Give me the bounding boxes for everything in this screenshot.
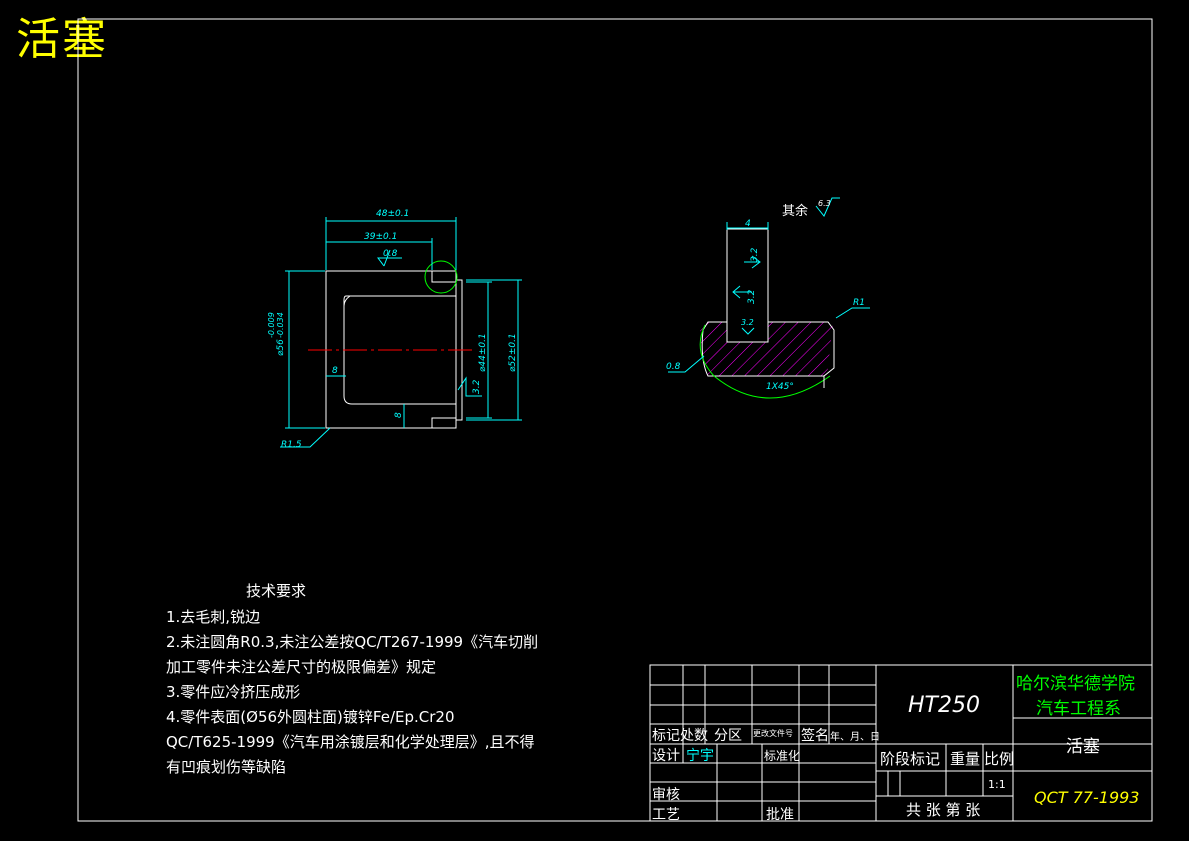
- rough-32: 3.2: [472, 379, 482, 394]
- section-08: 0.8: [666, 362, 681, 372]
- section-rough-32c: 3.2: [741, 318, 754, 327]
- rough-08: 0.8: [383, 249, 398, 259]
- requirement-line: 加工零件未注公差尺寸的极限偏差》规定: [166, 658, 437, 676]
- tb-count: 处数: [680, 728, 708, 744]
- drawing-border: [77, 18, 1153, 822]
- tb-stage-mark: 阶段标记: [880, 750, 941, 768]
- dim-52: ⌀52±0.1: [508, 333, 518, 372]
- dim-8-a: 8: [332, 366, 338, 376]
- section-r1: R1: [853, 298, 865, 308]
- part-name: 活塞: [1066, 737, 1100, 757]
- requirement-line: 有凹痕划伤等缺陷: [166, 758, 287, 776]
- material-label: HT250: [908, 693, 980, 718]
- requirement-line: 2.未注圆角R0.3,未注公差按QC/T267-1999《汽车切削: [166, 633, 539, 651]
- main-dimensions: [280, 217, 522, 448]
- detail-circle: [424, 260, 458, 294]
- tb-weight: 重量: [950, 750, 981, 768]
- tb-standardize: 标准化: [764, 749, 801, 763]
- tb-process: 工艺: [652, 807, 680, 823]
- drawing-title: 活塞: [16, 14, 108, 65]
- tb-mark: 标记: [652, 728, 680, 744]
- dim-8-b: 8: [394, 412, 404, 418]
- tb-sign: 签名: [801, 728, 829, 744]
- dim-56-main: ⌀56: [276, 339, 286, 356]
- tb-approve: 批准: [766, 807, 794, 823]
- tb-designer: 宁宇: [686, 748, 714, 764]
- dim-56-tol-lower: -0.034: [276, 312, 285, 338]
- section-chamfer: 1X45°: [766, 382, 794, 392]
- tb-design: 设计: [652, 748, 680, 764]
- requirement-line: 3.零件应冷挤压成形: [166, 683, 301, 701]
- dim-39: 39±0.1: [364, 232, 397, 242]
- requirement-line: 1.去毛刺,锐边: [166, 608, 261, 626]
- tb-scale: 比例: [984, 750, 1015, 768]
- section-dim-4: 4: [745, 219, 751, 229]
- tb-date: 年、月、日: [830, 732, 880, 743]
- requirements-heading: 技术要求: [246, 582, 307, 600]
- requirement-line: QC/T625-1999《汽车用涂镀层和化学处理层》,且不得: [166, 733, 535, 751]
- dim-r15: R1.5: [281, 440, 302, 450]
- dim-44: ⌀44±0.1: [478, 333, 488, 372]
- standard-code: QCT 77-1993: [1034, 788, 1140, 807]
- section-dimensions: [668, 197, 870, 373]
- tb-sheets: 共 张 第 张: [906, 801, 981, 819]
- section-rough-32b: 3.2: [747, 289, 757, 304]
- school-name: 哈尔滨华德学院: [1016, 674, 1135, 694]
- requirement-line: 4.零件表面(Ø56外圆柱面)镀锌Fe/Ep.Cr20: [166, 708, 455, 726]
- dim-56-tol-upper: -0.009: [267, 312, 276, 338]
- section-rest: 其余: [782, 203, 808, 219]
- department-name: 汽车工程系: [1036, 699, 1121, 719]
- section-rest-rough: 6.3: [818, 199, 831, 208]
- section-rough-32a: 3.2: [750, 247, 760, 262]
- dim-48: 48±0.1: [376, 209, 409, 219]
- section-view: [699, 228, 835, 399]
- tb-scale-value: 1:1: [988, 778, 1006, 791]
- tb-review: 审核: [652, 787, 680, 803]
- tb-change-doc: 更改文件号: [753, 729, 793, 738]
- tb-zone: 分区: [714, 728, 742, 744]
- title-block-grid: [649, 664, 1153, 822]
